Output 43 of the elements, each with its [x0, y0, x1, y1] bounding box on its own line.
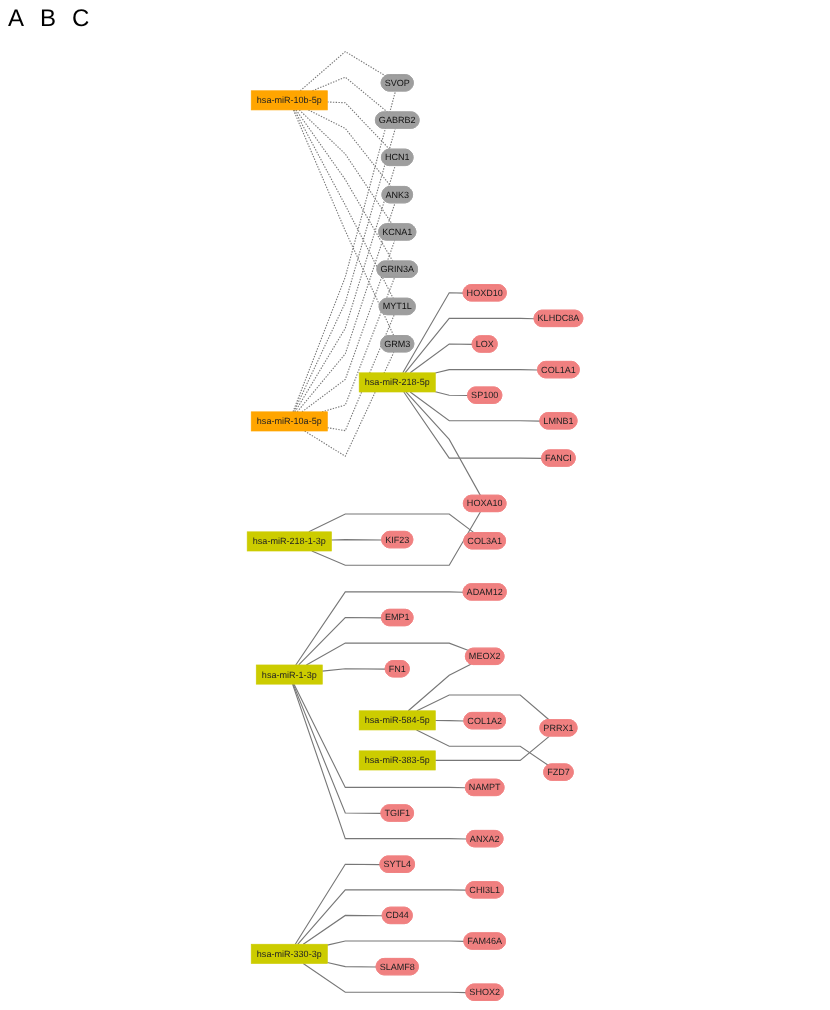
panel-letter: A [8, 4, 25, 32]
connector [409, 342, 474, 373]
connector [326, 960, 378, 967]
connector [295, 590, 465, 665]
connector [298, 615, 383, 665]
connector [434, 368, 539, 373]
connector [302, 913, 384, 944]
panel-letter: C [72, 4, 90, 32]
connector [298, 108, 393, 224]
connector [311, 510, 481, 565]
connector [295, 108, 394, 261]
connector [434, 734, 550, 760]
connector [305, 641, 470, 665]
connector [301, 238, 396, 412]
connector [292, 682, 382, 813]
connector [293, 682, 467, 788]
connector [292, 108, 395, 336]
connector [326, 939, 465, 945]
connector [321, 276, 396, 412]
connector [326, 100, 391, 150]
panel-letter: B [40, 4, 57, 32]
connector [404, 316, 536, 373]
connector [304, 350, 395, 457]
connector [434, 719, 465, 721]
connector [434, 390, 469, 396]
connector [409, 390, 541, 421]
connector [307, 108, 392, 187]
connector [302, 961, 467, 993]
connector [297, 888, 467, 944]
connector [416, 693, 550, 720]
connector [293, 108, 394, 299]
connector [308, 512, 475, 533]
connector [330, 538, 383, 540]
connector [321, 667, 387, 671]
connector [405, 390, 482, 496]
connector [403, 390, 543, 458]
connector [407, 662, 472, 711]
connector [292, 682, 468, 839]
connector [415, 728, 549, 765]
connector [326, 313, 395, 431]
connector [296, 201, 396, 412]
connector [402, 291, 465, 373]
connector [294, 862, 381, 944]
